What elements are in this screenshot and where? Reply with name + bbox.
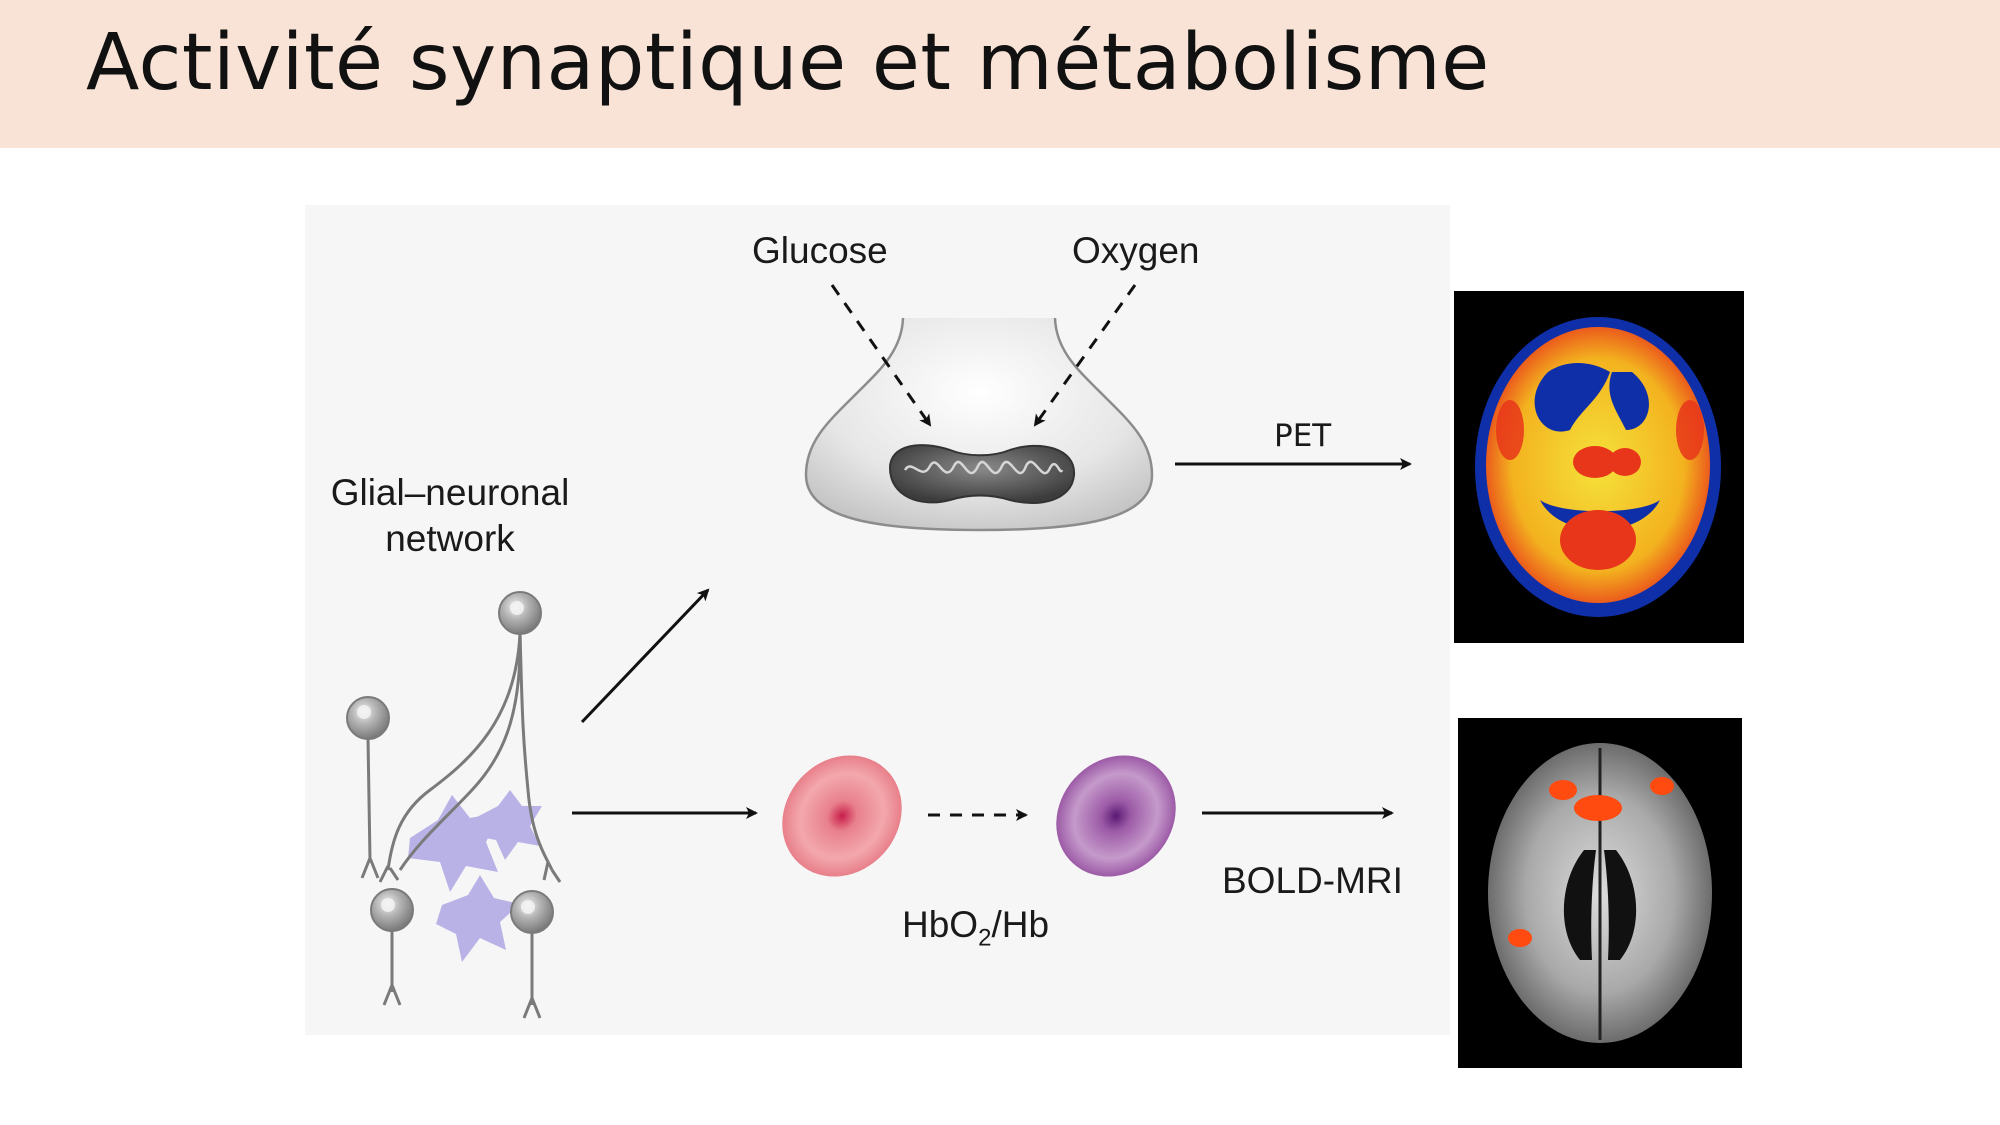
- neuron-icon: [378, 632, 562, 883]
- glia-cell-icon: [436, 875, 520, 962]
- arrow-icon: [830, 284, 932, 427]
- arrow-icon: [1033, 284, 1137, 427]
- glia-cell-icon: [474, 790, 542, 860]
- synaptic-terminal: [804, 317, 1154, 532]
- hb-label-subscript: 2: [978, 924, 992, 952]
- oxygen-label: Oxygen: [1072, 230, 1200, 271]
- network-label-line1: Glial–neuronal: [330, 472, 570, 513]
- hb-label: HbO2/Hb: [902, 904, 1049, 952]
- glucose-label: Glucose: [752, 230, 888, 271]
- slide-title: Activité synaptique et métabolisme: [86, 18, 1490, 108]
- figure-background: [305, 205, 1450, 1035]
- arrow-icon: [580, 588, 710, 724]
- neuron-icon: [382, 930, 402, 1006]
- network-label: Glial–neuronal network: [300, 470, 600, 562]
- red-blood-cell-icon: [782, 755, 902, 877]
- neuron-icon: [522, 932, 542, 1019]
- bold-mri-image: [1458, 718, 1742, 1068]
- hb-label-main: HbO: [902, 904, 979, 945]
- mitochondrion-icon: [888, 444, 1076, 504]
- network-label-line2: network: [385, 518, 515, 559]
- red-blood-cell-icon: [1056, 755, 1176, 877]
- pet-scan-image: [1454, 291, 1744, 643]
- bold-mri-label: BOLD-MRI: [1222, 860, 1403, 901]
- pet-label: PET: [1274, 418, 1332, 454]
- hb-label-tail: /Hb: [991, 904, 1050, 945]
- neuron-icon: [360, 737, 380, 879]
- title-bar: [0, 0, 2000, 148]
- neuron-icon: [346, 696, 390, 740]
- glial-neuronal-network: [346, 591, 562, 1019]
